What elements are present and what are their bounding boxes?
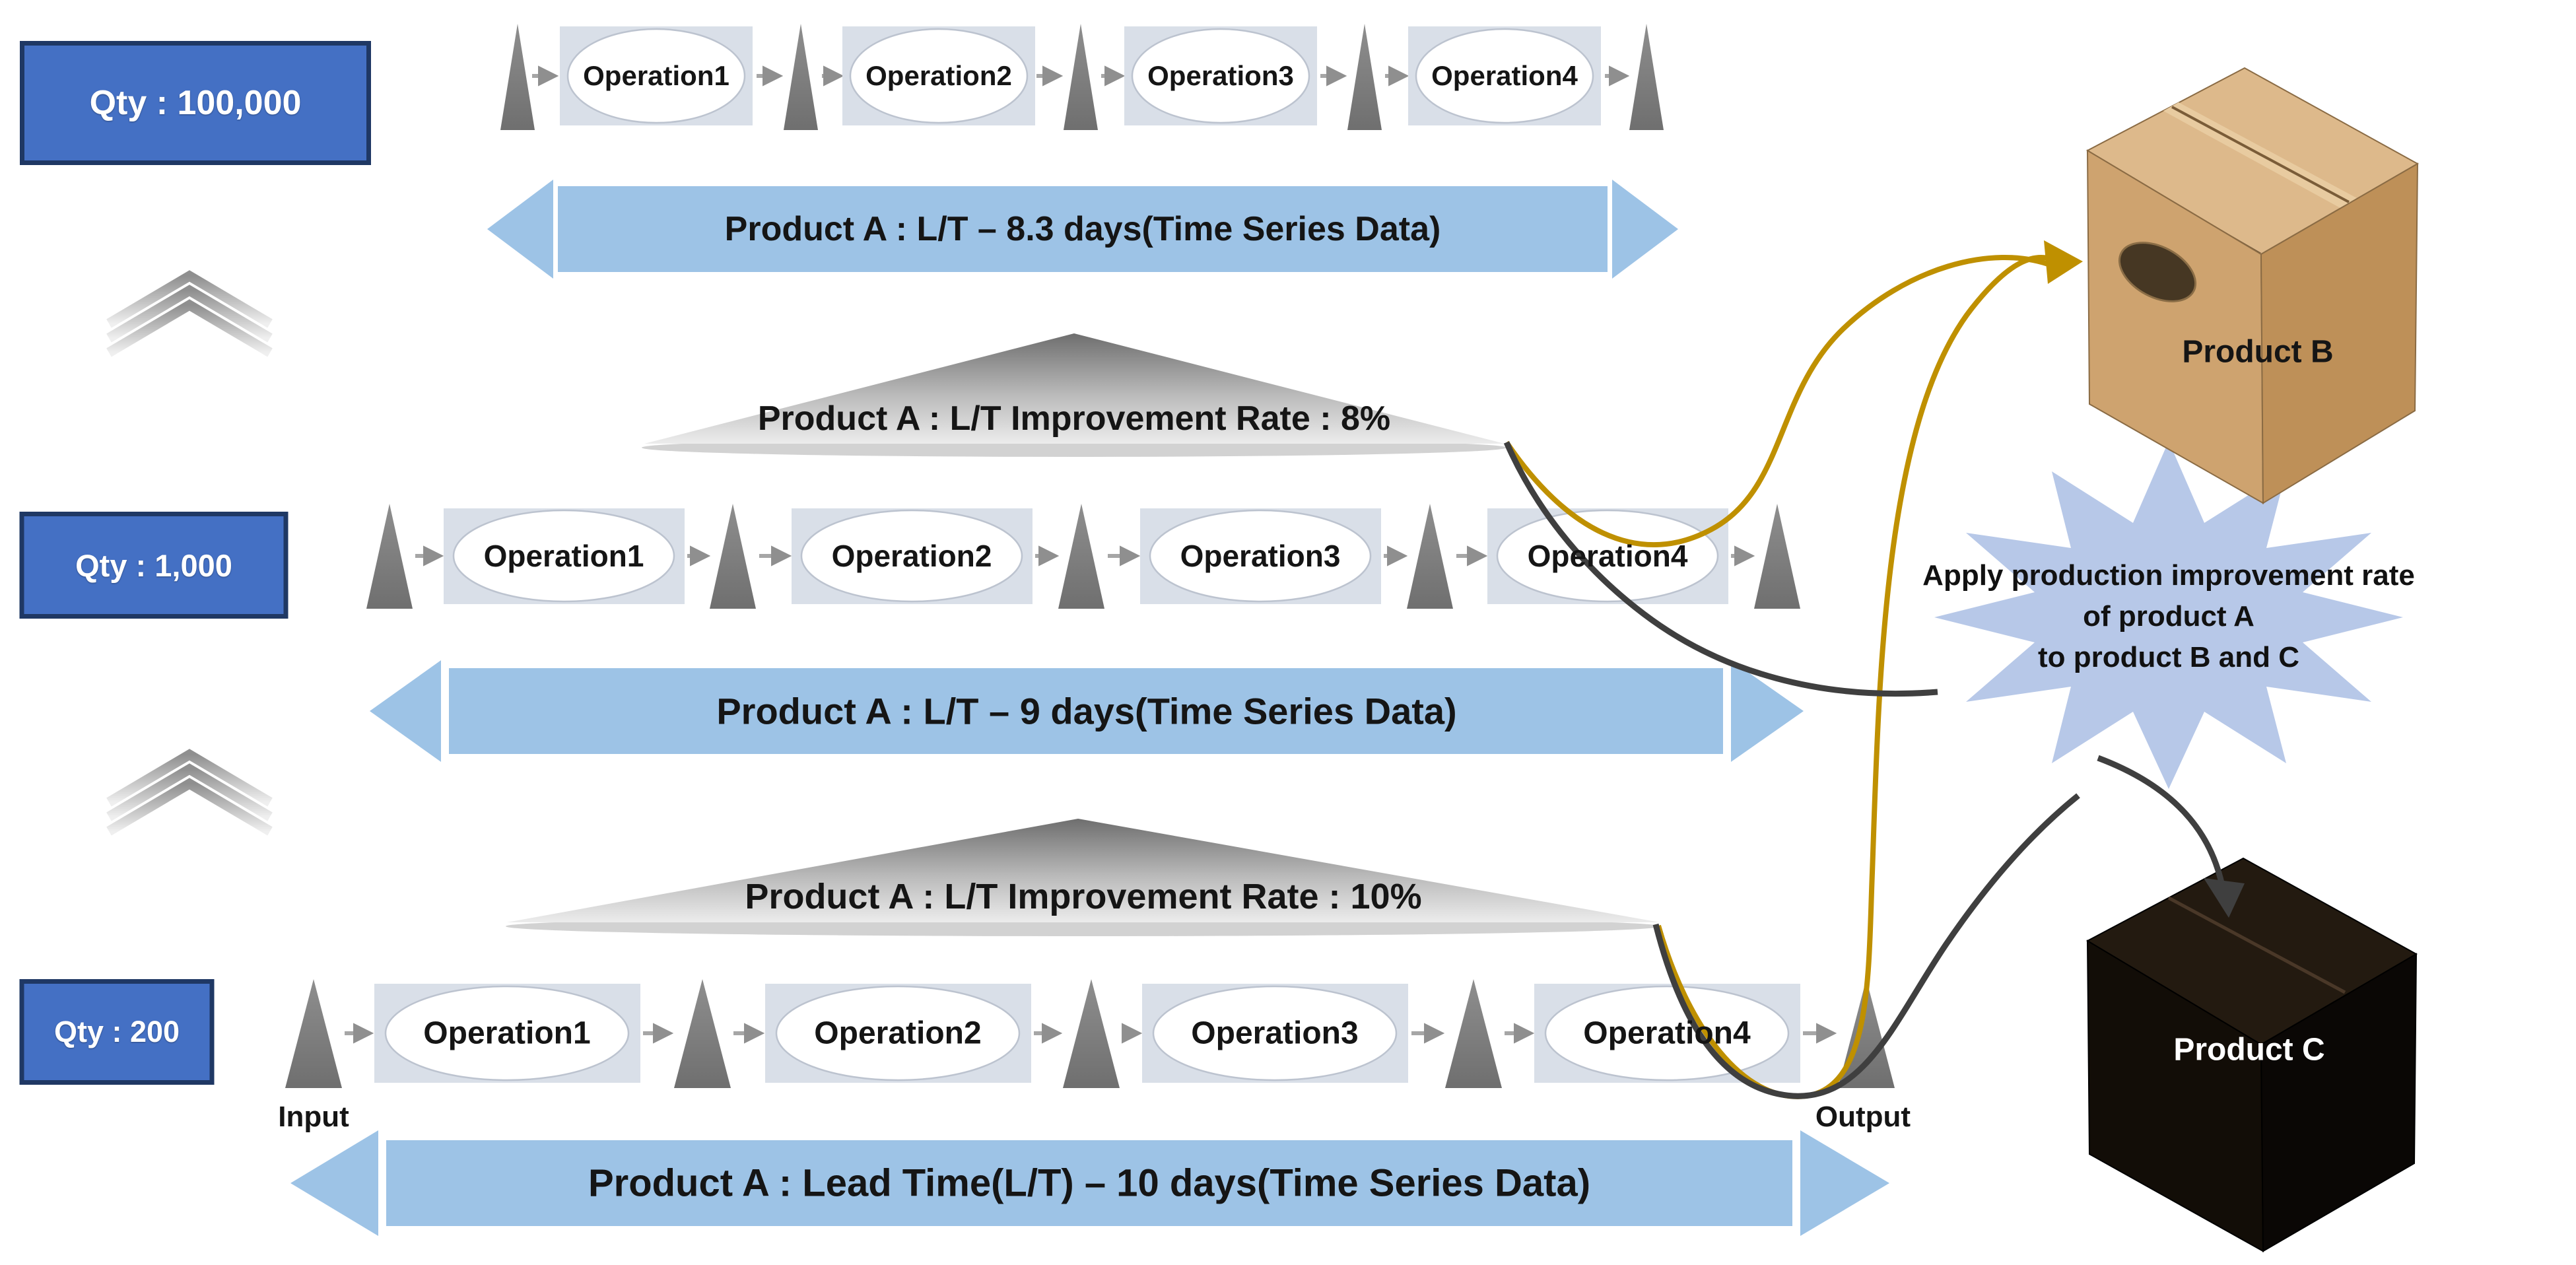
operation-label: Operation3 [1191, 1015, 1359, 1051]
banner-lt-8-3-days [487, 180, 1678, 279]
product-c-label: Product C [2173, 1032, 2325, 1068]
operation-box [444, 508, 1728, 604]
starburst-text-line2: of product A [2083, 600, 2254, 632]
chevron-up-icon [106, 749, 273, 836]
product-b-box [2085, 67, 2420, 504]
banner-label-lt-10: Product A : Lead Time(L/T) – 10 days(Tim… [588, 1161, 1591, 1205]
operation-label: Operation1 [583, 60, 729, 91]
product-b-label: Product B [2182, 334, 2334, 370]
operation-box [560, 26, 1601, 125]
operation-label: Operation1 [483, 539, 644, 573]
operation-label: Operation2 [831, 539, 992, 573]
operation-box [374, 984, 1800, 1083]
gold-arrowhead-icon [2044, 240, 2083, 284]
inventory-triangle-icon [366, 504, 1800, 609]
operation-label: Operation4 [1583, 1015, 1751, 1051]
starburst-text-line3: to product B and C [2038, 641, 2299, 673]
operation-label: Operation2 [865, 60, 1012, 91]
inventory-triangle-icon [500, 24, 1664, 130]
banner-lead-time-10-days [290, 1130, 1889, 1236]
improvement-triangle-8pct [642, 333, 1507, 457]
starburst-callout [1934, 441, 2403, 789]
qty-badge-row3: Qty : 200 [19, 979, 215, 1085]
banner-label-lt-8-3: Product A : L/T – 8.3 days(Time Series D… [724, 210, 1441, 248]
operation-label: Operation4 [1431, 60, 1578, 91]
operation-label: Operation4 [1527, 539, 1688, 573]
banner-label-lt-9: Product A : L/T – 9 days(Time Series Dat… [716, 690, 1457, 732]
improvement-triangle-10pct [506, 819, 1661, 936]
input-label: Input [278, 1101, 349, 1133]
operation-label: Operation2 [814, 1015, 982, 1051]
output-label: Output [1815, 1101, 1911, 1133]
operation-label: Operation1 [423, 1015, 591, 1051]
starburst-text-line1: Apply production improvement rate [1922, 559, 2415, 592]
operation-label: Operation3 [1180, 539, 1341, 573]
banner-lt-9-days [370, 660, 1804, 762]
qty-badge-row2: Qty : 1,000 [19, 512, 288, 619]
operation-label: Operation3 [1147, 60, 1294, 91]
dark-arrowhead-icon [2204, 878, 2245, 918]
qty-badge-row1: Qty : 100,000 [20, 41, 371, 165]
improvement-rate-8pct-label: Product A : L/T Improvement Rate : 8% [757, 399, 1391, 438]
dark-curve-arrows [1503, 441, 2227, 1099]
chevron-up-icon [106, 270, 273, 357]
improvement-rate-10pct-label: Product A : L/T Improvement Rate : 10% [745, 877, 1422, 916]
inventory-triangle-icon [285, 979, 1895, 1088]
product-c-box [2085, 857, 2418, 1252]
